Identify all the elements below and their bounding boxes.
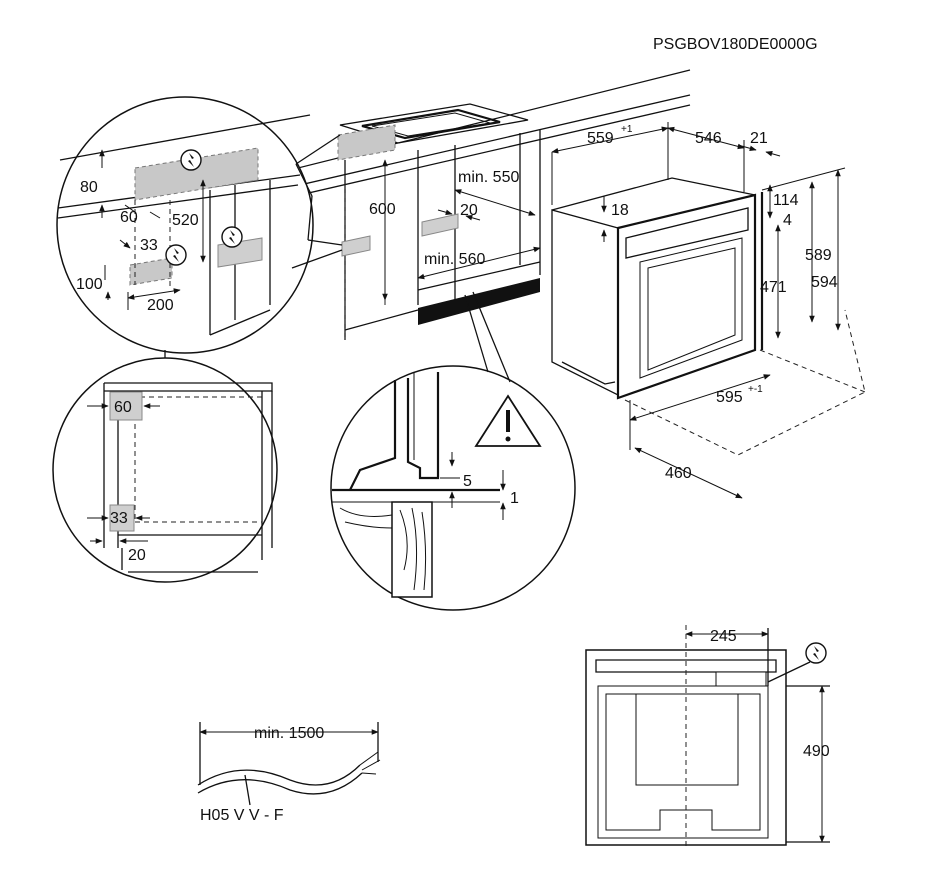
plinth-step-circle — [330, 291, 576, 611]
dim-niche-width: min. 560 — [424, 251, 485, 268]
dim-side-60: 60 — [114, 399, 132, 416]
cable-drawing — [197, 722, 381, 806]
side-clearance-circle — [52, 350, 278, 583]
dim-door-height: 471 — [760, 279, 787, 296]
dim-socket-80: 80 — [80, 179, 98, 196]
dim-step-1: 1 — [510, 490, 519, 507]
dim-socket-60: 60 — [120, 209, 138, 226]
dim-cable-length: min. 1500 — [254, 725, 324, 742]
dim-gap-20: 20 — [460, 202, 478, 219]
dim-side-33: 33 — [110, 510, 128, 527]
dim-depth-oven: 559 — [587, 130, 614, 147]
dim-socket-100: 100 — [76, 276, 103, 293]
dim-depth-460: 460 — [665, 465, 692, 482]
lightning-icon — [180, 149, 202, 171]
dim-socket-200: 200 — [147, 297, 174, 314]
dim-top-offset: 18 — [611, 202, 629, 219]
dim-body-depth: 546 — [695, 130, 722, 147]
dim-panel-gap: 4 — [783, 212, 792, 229]
dim-width-oven: 595 — [716, 389, 743, 406]
lightning-icon — [165, 244, 187, 266]
lightning-icon — [221, 226, 243, 248]
lightning-icon — [805, 642, 827, 664]
dim-step-5: 5 — [463, 473, 472, 490]
dim-width-tol: +-1 — [748, 384, 763, 395]
oven-drawing — [551, 122, 866, 499]
dim-rear-490: 490 — [803, 743, 830, 760]
rear-view-drawing — [585, 625, 830, 848]
dim-socket-520: 520 — [172, 212, 199, 229]
dim-niche-depth: min. 550 — [458, 169, 519, 186]
dim-door-thickness: 21 — [750, 130, 768, 147]
dim-depth-oven-tol: +1 — [621, 124, 633, 135]
dim-socket-33: 33 — [140, 237, 158, 254]
dim-niche-height: 600 — [369, 201, 396, 218]
dim-rear-245: 245 — [710, 628, 737, 645]
socket-detail-circle — [56, 96, 343, 354]
model-code: PSGBOV180DE0000G — [653, 36, 818, 53]
dim-side-20: 20 — [128, 547, 146, 564]
dim-panel-top: 114 — [773, 192, 799, 209]
dim-height-594: 594 — [811, 274, 838, 291]
cable-type: H05 V V - F — [200, 807, 284, 824]
dim-height-589: 589 — [805, 247, 832, 264]
kitchen-unit-drawing — [199, 69, 691, 340]
